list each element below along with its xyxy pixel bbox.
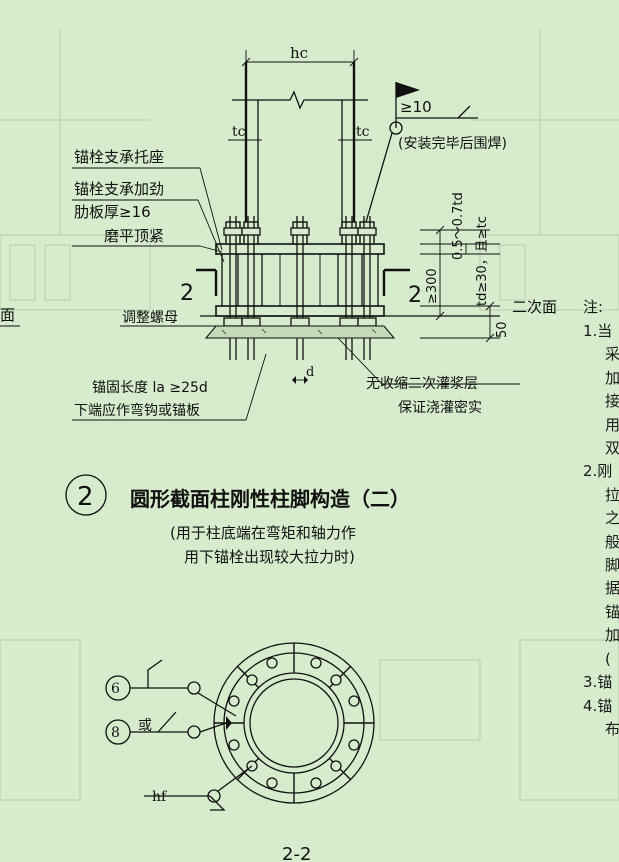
label-dim-td2: td≥30，且≥tc — [475, 216, 490, 306]
page-number: 2-2 — [282, 844, 311, 862]
label-anchor-end: 下端应作弯钩或锚板 — [74, 402, 200, 419]
label-second-pour: 二次面 — [512, 298, 557, 316]
label-rib-thickness: 肋板厚≥16 — [74, 203, 151, 221]
label-tc-right: tc — [356, 124, 370, 140]
notes-header: 注: — [583, 298, 604, 316]
note-line: 加 — [605, 368, 619, 387]
label-or: 或 — [138, 718, 152, 734]
title-number: 2 — [77, 482, 94, 512]
label-stiffener: 锚栓支承加劲 — [74, 180, 164, 198]
dim-hc — [241, 50, 359, 68]
note-line: 2.刚 — [583, 462, 613, 481]
label-dim-300: ≥300 — [425, 268, 440, 304]
left-edge-text: 面 — [0, 306, 15, 324]
note-line: 脚 — [605, 556, 619, 575]
note-line: 1.当 — [583, 322, 613, 340]
grout-layer — [200, 315, 500, 339]
label-grout-2: 保证浇灌密实 — [398, 399, 482, 416]
weld-symbols — [105, 659, 253, 811]
title-sub-2: 用下锚栓出现较大拉力时) — [184, 548, 355, 566]
note-line: 锚 — [605, 602, 619, 621]
grout-leader — [337, 337, 520, 385]
weld-flag — [365, 82, 478, 223]
label-weld-note: (安装完毕后围焊) — [398, 136, 507, 152]
note-line: 3.锚 — [583, 673, 613, 692]
label-hc: hc — [290, 44, 308, 62]
label-bracket: 锚栓支承托座 — [74, 148, 164, 166]
note-line: 般 — [605, 532, 619, 551]
label-grind: 磨平顶紧 — [104, 227, 164, 245]
title-text: 圆形截面柱刚性柱脚构造（二） — [130, 487, 410, 511]
label-d: d — [306, 365, 314, 380]
label-grout-1: 无收缩二次灌浆层 — [366, 376, 478, 392]
title-number-circle — [65, 474, 107, 516]
label-adjust-nut: 调整螺母 — [122, 310, 178, 326]
note-line: 拉 — [605, 485, 619, 504]
label-anchor-length: 锚固长度 la ≥25d — [92, 380, 208, 396]
note-line: 加 — [605, 626, 619, 645]
note-line: 接 — [605, 392, 619, 411]
label-weld-size: ≥10 — [400, 98, 432, 116]
title-sub-1: (用于柱底端在弯矩和轴力作 — [170, 524, 356, 542]
note-line: ( — [605, 649, 611, 668]
note-line: 布 — [605, 719, 619, 738]
label-dim-td: 0.5～0.7td — [451, 192, 466, 260]
note-line: 采 — [605, 345, 619, 364]
weld-label-6: 6 — [111, 681, 120, 697]
label-tc-left: tc — [232, 124, 246, 140]
section-label-right: 2 — [408, 283, 422, 308]
base-plate-top — [215, 243, 385, 317]
note-line: 4.锚 — [583, 696, 613, 715]
column-shaft — [232, 62, 368, 230]
circular-base-plan — [213, 642, 375, 804]
section-cut — [196, 268, 410, 296]
left-leaders — [72, 167, 267, 421]
label-hf: hf — [152, 789, 168, 805]
weld-label-8: 8 — [111, 725, 120, 741]
note-line: 用 — [605, 415, 619, 434]
label-dim-50: 50 — [495, 321, 510, 338]
section-label-left: 2 — [180, 281, 194, 306]
note-line: 之 — [605, 509, 619, 528]
note-line: 据 — [605, 579, 619, 598]
dim-d — [292, 376, 308, 384]
right-dims — [420, 225, 500, 343]
note-line: 双 — [605, 439, 619, 458]
